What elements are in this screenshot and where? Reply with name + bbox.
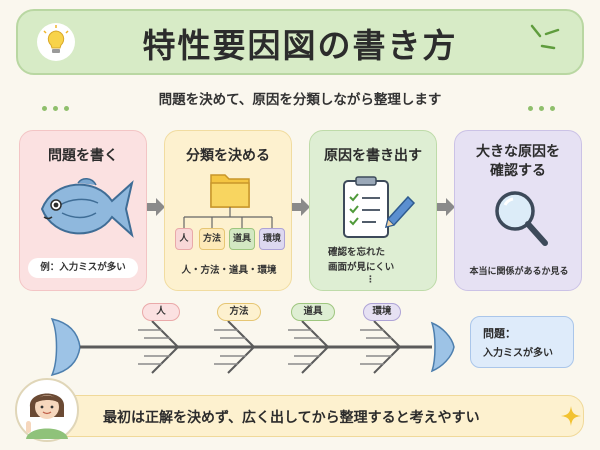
step-card-write-problem: 問題を書く 例：入力ミスが多い <box>19 130 147 291</box>
step-caption: 本当に関係があるか見る <box>469 267 569 277</box>
lightbulb-icon <box>37 23 75 61</box>
step-title: 分類を決める <box>186 148 270 164</box>
bone-bottom-2 <box>227 346 255 374</box>
more-ellipsis: ⋮ <box>366 275 375 285</box>
fish-head <box>430 321 455 373</box>
step-card-list-causes: 原因を書き出す 確認を忘れた 画面が見にくい ⋮ <box>309 130 437 291</box>
category-box-environment: 環境 <box>259 228 285 250</box>
step-title-line-1: 大きな原因を <box>476 144 560 160</box>
step-card-decide-categories: 分類を決める 人 方法 道具 環境 人・方法・道具・環境 <box>164 130 292 291</box>
subtitle-dots-right <box>528 96 572 111</box>
tip-banner: 最初は正解を決めず、広く出してから整理すると考えやすい <box>20 395 584 437</box>
step-note: 例：入力ミスが多い <box>28 258 138 278</box>
category-box-method: 方法 <box>199 228 225 250</box>
step-card-check-main-causes: 大きな原因を 確認する 本当に関係があるか見る <box>454 130 582 291</box>
subtitle-dots-left <box>42 96 86 111</box>
step-title: 原因を書き出す <box>324 148 422 164</box>
fish-icon <box>40 178 134 238</box>
sparkle-lines-icon <box>530 24 560 50</box>
cause-example-1: 確認を忘れた <box>328 247 386 258</box>
bone-bottom-1 <box>151 346 179 374</box>
bone-top-1 <box>151 320 179 348</box>
step-caption: 人・方法・道具・環境 <box>181 265 277 276</box>
folder-tree-icon <box>183 174 273 228</box>
problem-value: 入力ミスが多い <box>483 348 553 359</box>
step-title: 問題を書く <box>48 148 118 164</box>
tip-text: 最初は正解を決めず、広く出してから整理すると考えやすい <box>103 410 480 426</box>
pen-icon <box>384 195 416 229</box>
clipboard-checklist-icon <box>343 176 389 238</box>
bone-top-4 <box>373 320 401 348</box>
bone-top-2 <box>227 320 255 348</box>
category-box-tools: 道具 <box>229 228 255 250</box>
bone-label-method: 方法 <box>217 303 261 321</box>
magnifier-icon <box>495 191 548 246</box>
step-title-line-2: 確認する <box>490 163 546 179</box>
arrow-right-icon <box>292 198 310 216</box>
step-title: 大きな原因を 確認する <box>455 143 581 181</box>
bone-bottom-3 <box>301 346 329 374</box>
page-title: 特性要因図の書き方 <box>142 26 458 65</box>
problem-label: 問題： <box>483 327 516 340</box>
bone-bottom-4 <box>373 346 401 374</box>
step-note: 確認を忘れた 画面が見にくい <box>328 245 428 275</box>
arrow-right-icon <box>437 198 455 216</box>
problem-box: 問題： 入力ミスが多い <box>470 316 574 368</box>
subtitle: 問題を決めて、原因を分類しながら整理します <box>158 92 442 108</box>
bone-top-3 <box>301 320 329 348</box>
bone-label-environment: 環境 <box>363 303 401 321</box>
cause-example-2: 画面が見にくい <box>328 262 395 273</box>
title-banner <box>16 9 584 75</box>
fish-tail <box>50 317 81 377</box>
category-box-people: 人 <box>175 228 193 250</box>
bone-label-people: 人 <box>142 303 180 321</box>
sparkle-icon <box>561 406 581 426</box>
fishbone-diagram <box>50 317 455 377</box>
person-avatar-icon <box>15 378 79 442</box>
bone-label-tools: 道具 <box>291 303 335 321</box>
arrow-right-icon <box>147 198 165 216</box>
